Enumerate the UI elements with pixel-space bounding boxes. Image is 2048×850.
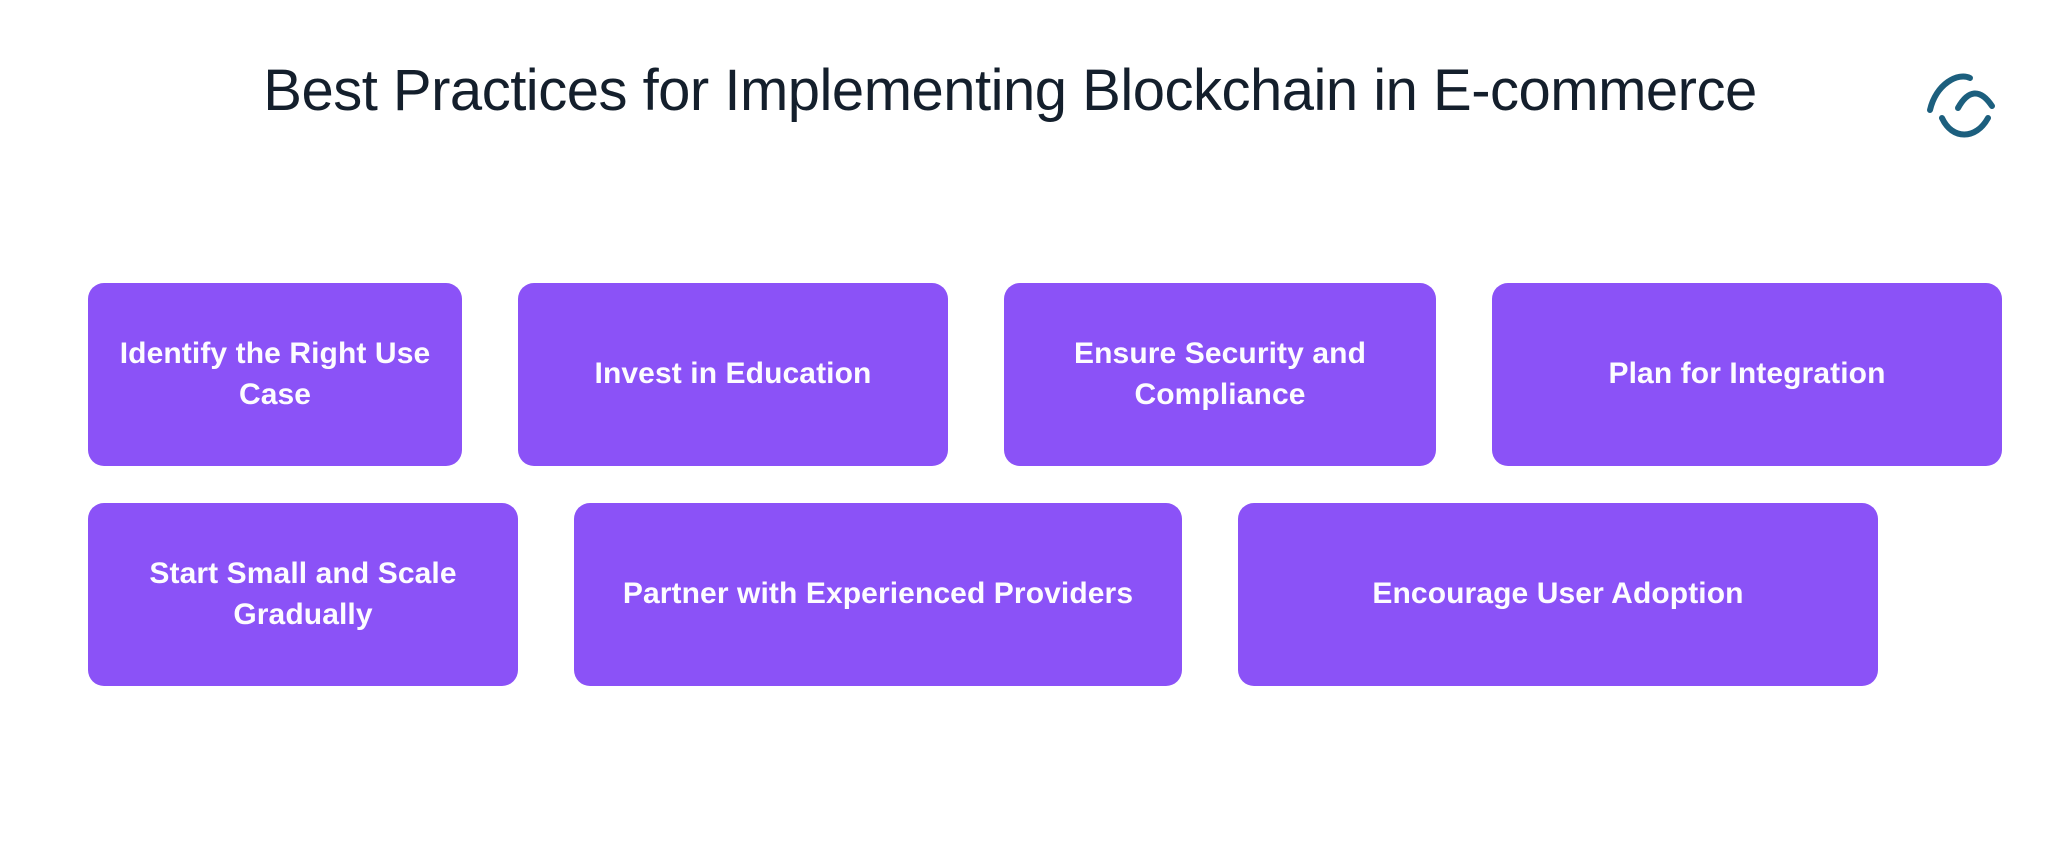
card-start-small-and-scale-gradually[interactable]: Start Small and Scale Gradually	[88, 503, 518, 686]
slide-header: Best Practices for Implementing Blockcha…	[0, 0, 2048, 190]
card-label: Partner with Experienced Providers	[622, 577, 1134, 611]
card-label: Plan for Integration	[1608, 357, 1886, 391]
brand-swirl-logo-icon	[1918, 56, 2010, 148]
card-row-1: Identify the Right Use Case Invest in Ed…	[88, 283, 2002, 466]
card-row-2: Start Small and Scale Gradually Partner …	[88, 503, 1878, 686]
card-ensure-security-and-compliance[interactable]: Ensure Security and Compliance	[1004, 283, 1436, 466]
card-plan-for-integration[interactable]: Plan for Integration	[1492, 283, 2002, 466]
card-label: Ensure Security and Compliance	[1074, 337, 1366, 411]
best-practices-card-grid: Identify the Right Use Case Invest in Ed…	[0, 190, 2048, 850]
card-identify-the-right-use-case[interactable]: Identify the Right Use Case	[88, 283, 462, 466]
card-label: Identify the Right Use Case	[119, 337, 431, 411]
card-encourage-user-adoption[interactable]: Encourage User Adoption	[1238, 503, 1878, 686]
card-partner-with-experienced-providers[interactable]: Partner with Experienced Providers	[574, 503, 1182, 686]
card-invest-in-education[interactable]: Invest in Education	[518, 283, 948, 466]
card-label: Encourage User Adoption	[1372, 577, 1744, 611]
page-title: Best Practices for Implementing Blockcha…	[263, 58, 1757, 123]
card-label: Invest in Education	[594, 357, 872, 391]
card-label: Start Small and Scale Gradually	[149, 557, 457, 631]
